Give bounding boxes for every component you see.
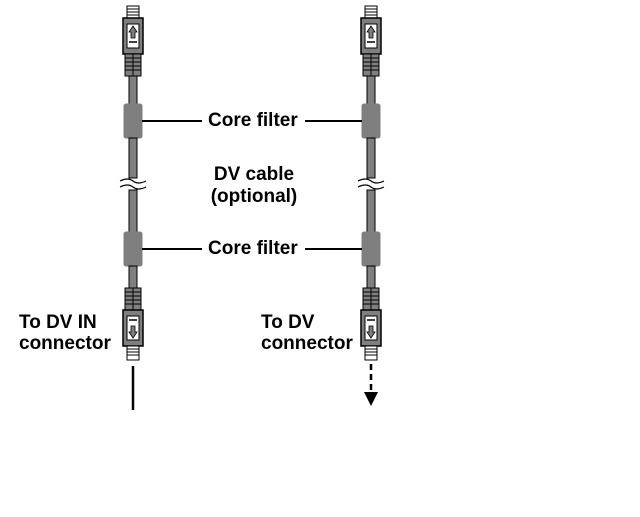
right-bottom-strain-relief	[362, 287, 380, 311]
dv-cable-label: DV cable	[213, 164, 295, 185]
right-cable-break	[357, 178, 385, 190]
right-bottom-plug	[360, 309, 382, 347]
left-cable-break	[119, 178, 147, 190]
core-filter-top-label: Core filter	[208, 110, 298, 131]
arrow-up-icon	[128, 25, 138, 39]
left-bottom-plug	[122, 309, 144, 347]
left-cable	[119, 5, 147, 410]
arrow-down-icon	[366, 325, 376, 339]
right-connector-label-line1: To DV	[261, 312, 315, 333]
left-bottom-strain-relief	[124, 287, 142, 311]
arrow-up-icon	[366, 25, 376, 39]
left-connector-label-line1: To DV IN	[19, 312, 97, 333]
right-connector-label-line2: connector	[261, 333, 353, 354]
right-core-filter-bottom	[361, 231, 381, 267]
left-core-filter-bottom	[123, 231, 143, 267]
left-core-filter-top	[123, 103, 143, 139]
left-top-strain-relief	[124, 53, 142, 77]
right-bottom-pin	[364, 345, 378, 361]
left-connector-label-line2: connector	[19, 333, 111, 354]
right-cable	[357, 5, 385, 406]
core-filter-bottom-label: Core filter	[208, 238, 298, 259]
left-top-plug	[122, 17, 144, 55]
arrow-down-icon	[128, 325, 138, 339]
dv-cable-optional-label: (optional)	[210, 186, 298, 207]
right-top-pin	[364, 5, 378, 19]
right-top-plug	[360, 17, 382, 55]
left-top-pin	[126, 5, 140, 19]
right-top-strain-relief	[362, 53, 380, 77]
left-bottom-pin	[126, 345, 140, 361]
right-core-filter-top	[361, 103, 381, 139]
dashed-arrow-down-icon	[364, 364, 378, 406]
